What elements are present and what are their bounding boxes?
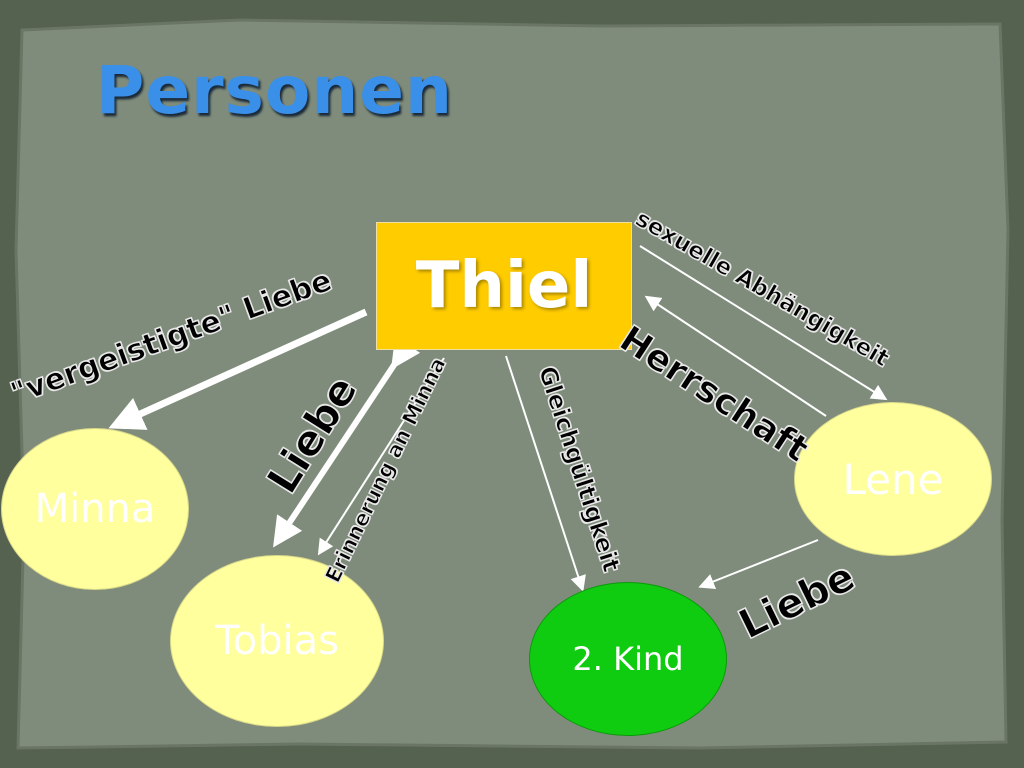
- node-lene: Lene: [794, 402, 992, 556]
- arrow-lene-kind: [698, 539, 819, 590]
- node-minna: Minna: [1, 428, 189, 590]
- arrow-thiel-kind: [505, 355, 586, 592]
- node-2-kind: 2. Kind: [529, 582, 727, 736]
- arrow-thiel-tobias-memory: [317, 357, 445, 556]
- node-thiel: Thiel: [376, 222, 632, 350]
- arrow-thiel-lene: [639, 245, 888, 401]
- arrow-thiel-tobias-love: [273, 336, 421, 548]
- arrow-thiel-minna: [108, 308, 368, 430]
- arrow-lene-thiel: [644, 295, 827, 417]
- node-tobias: Tobias: [170, 555, 384, 727]
- slide-title: Personen: [96, 52, 454, 129]
